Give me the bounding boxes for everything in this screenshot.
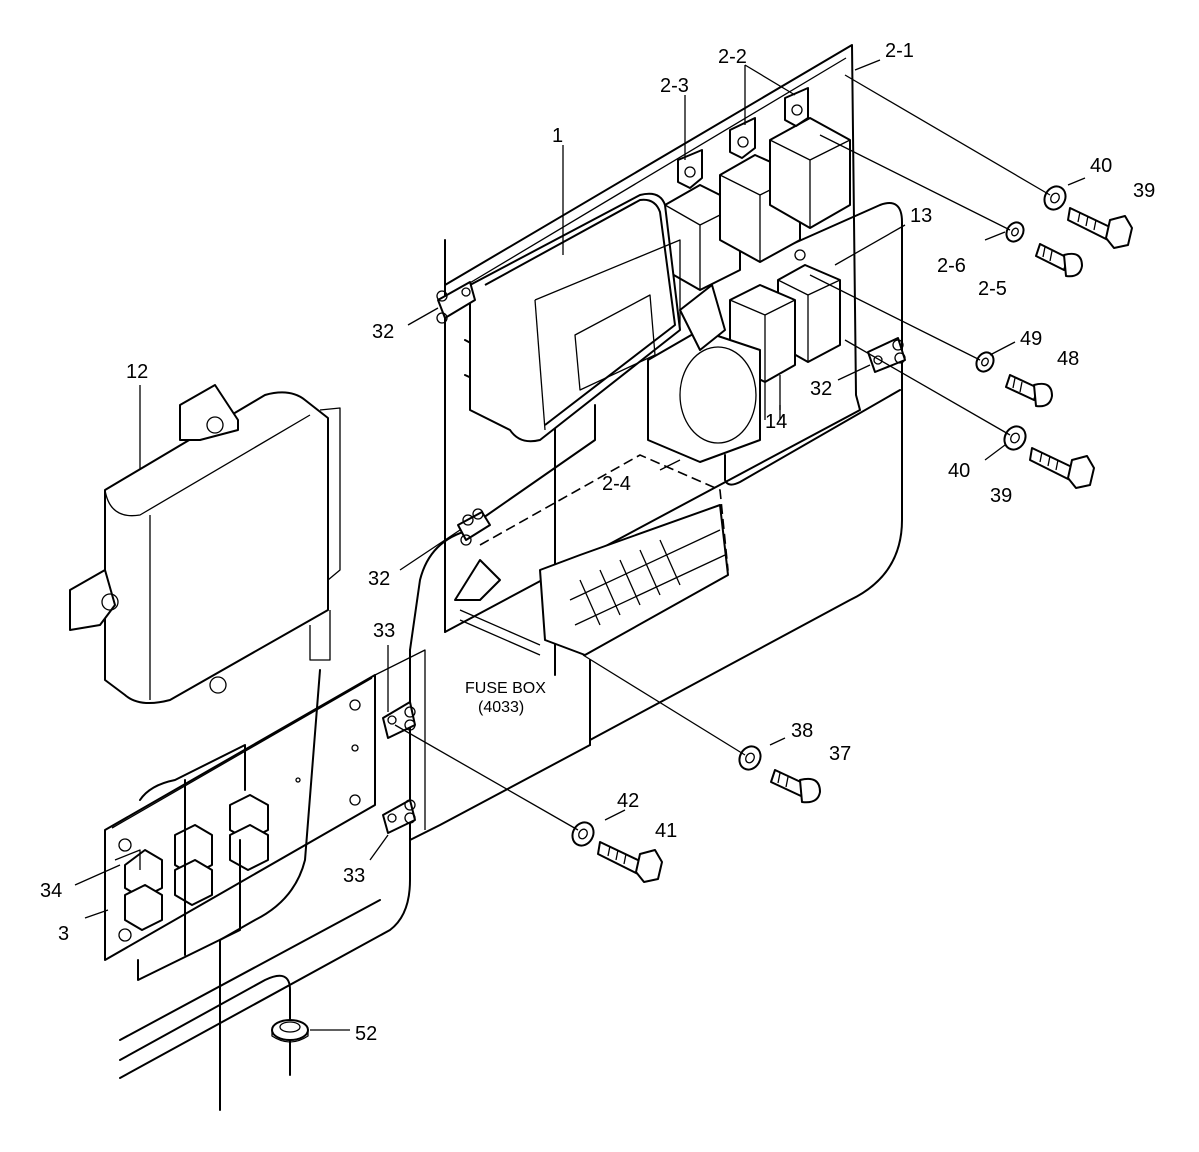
bolt-39-lower	[1029, 447, 1095, 489]
callout-labels: 2-1 2-2 2-3 1 40 39 13 2-6 2-5 32 49 48 …	[40, 40, 1155, 1045]
label-14: 14	[765, 411, 787, 433]
controller-12	[69, 384, 341, 705]
label-39-top: 39	[1133, 180, 1155, 202]
washer-49	[975, 351, 995, 373]
clamp-32-right	[867, 337, 906, 373]
screw-37	[770, 769, 821, 804]
fuse-box	[454, 454, 729, 656]
lower-wiring	[119, 669, 411, 1111]
clamp-33-lower	[382, 799, 416, 834]
label-40-lower: 40	[948, 460, 970, 482]
label-2-1: 2-1	[885, 40, 914, 62]
label-42: 42	[617, 790, 639, 812]
label-12: 12	[126, 361, 148, 383]
buzzer	[647, 284, 761, 463]
grommet-52	[271, 1019, 309, 1043]
label-38: 38	[791, 720, 813, 742]
fuse-box-code: (4033)	[478, 699, 524, 716]
label-34: 34	[40, 880, 62, 902]
screw-48	[1005, 374, 1053, 408]
label-3: 3	[58, 923, 69, 945]
washer-38	[738, 745, 762, 771]
screw-2-5	[1035, 243, 1083, 278]
label-2-4: 2-4	[602, 473, 631, 495]
label-32-middle: 32	[368, 568, 390, 590]
fuse-box-label: FUSE BOX	[465, 680, 546, 697]
washer-42	[571, 821, 595, 847]
label-2-6: 2-6	[937, 255, 966, 277]
label-2-2: 2-2	[718, 46, 747, 68]
label-2-3: 2-3	[660, 75, 689, 97]
label-37: 37	[829, 743, 851, 765]
washer-40-top	[1043, 185, 1067, 211]
label-32-top: 32	[372, 321, 394, 343]
bolt-41	[597, 841, 663, 883]
clamp-32-top	[436, 239, 476, 324]
label-52: 52	[355, 1023, 377, 1045]
label-2-5: 2-5	[978, 278, 1007, 300]
washer-40-lower	[1003, 425, 1027, 451]
label-39-lower: 39	[990, 485, 1012, 507]
washer-2-6	[1005, 221, 1025, 243]
relay-2-2-right	[769, 87, 851, 229]
clamp-33-upper	[382, 701, 416, 739]
label-48: 48	[1057, 348, 1079, 370]
leader-lines	[74, 59, 1086, 1031]
label-33-lower: 33	[343, 865, 365, 887]
label-40-top: 40	[1090, 155, 1112, 177]
control-unit-1	[469, 192, 681, 521]
clamp-32-middle	[457, 508, 491, 546]
bolt-39-top	[1067, 207, 1133, 249]
label-33-upper: 33	[373, 620, 395, 642]
label-49: 49	[1020, 328, 1042, 350]
label-41: 41	[655, 820, 677, 842]
label-13: 13	[910, 205, 932, 227]
label-1: 1	[552, 125, 563, 147]
label-32-right: 32	[810, 378, 832, 400]
lower-relays	[114, 794, 269, 931]
